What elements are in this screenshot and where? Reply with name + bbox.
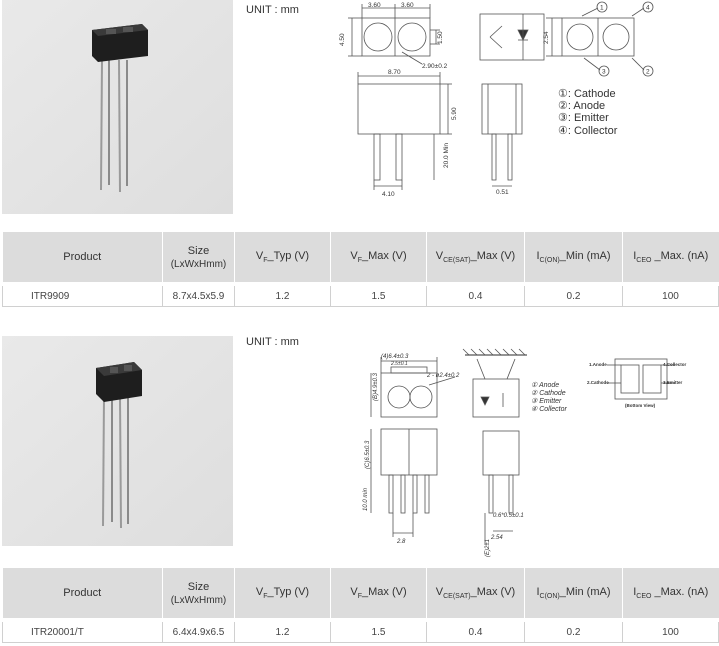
header-vf-typ: VF_Typ (V) — [234, 232, 331, 282]
dim-label: (E)2±1 — [485, 539, 491, 557]
dim-label: 1.50 — [437, 31, 444, 44]
cell-size: 8.7x4.5x5.9 — [162, 286, 235, 307]
dim-label: (B)4.9±0.3 — [373, 372, 379, 401]
dim-label: 0.51 — [496, 189, 509, 196]
cell-product: ITR9909 — [2, 286, 163, 307]
dim-label: 3.60 — [401, 2, 414, 9]
cell-iceo-max: 100 — [622, 622, 719, 643]
unit-label: UNIT : mm — [246, 4, 299, 16]
header-vf-typ: VF_Typ (V) — [234, 568, 331, 618]
header-iceo-max: ICEO _Max. (nA) — [622, 568, 719, 618]
dim-label: 8.70 — [388, 69, 401, 76]
dimension-diagram-itr9909: 3.60 3.60 4.50 1.50 2.90±0.2 8.70 5.90 2… — [339, 1, 654, 198]
bottom-view-caption: (Bottom View) — [625, 403, 656, 408]
header-size: Size(LxWxHmm) — [162, 232, 235, 282]
cell-vf-max: 1.5 — [330, 286, 427, 307]
pin-legend-item: ④ Collector — [531, 405, 568, 413]
header-ic-min: IC(ON)_Min (mA) — [524, 232, 623, 282]
header-product: Product — [2, 568, 163, 618]
dim-label: 3.60 — [368, 2, 381, 9]
pin-legend-item: ②: Anode — [558, 100, 605, 112]
bottom-view-label: 2.Cathode — [587, 380, 609, 385]
pin-legend-item: ③ Emitter — [531, 397, 562, 405]
cell-vce-max: 0.4 — [426, 622, 525, 643]
pin-number: 2 — [646, 69, 650, 76]
header-vf-max: VF_Max (V) — [330, 568, 427, 618]
header-iceo-max: ICEO _Max. (nA) — [622, 232, 719, 282]
dim-label: 2 - ø2.4±0.2 — [426, 373, 460, 379]
pin-legend-item: ② Cathode — [531, 389, 566, 397]
pin-legend-item: ③: Emitter — [558, 112, 609, 124]
dim-label: 2.8 — [396, 539, 406, 545]
dim-label: 4.50 — [339, 33, 346, 46]
pin-legend-item: ④: Collector — [558, 125, 618, 137]
table-row: ITR20001/T 6.4x4.9x6.5 1.2 1.5 0.4 0.2 1… — [2, 622, 719, 643]
spec-table-itr20001: Product Size(LxWxHmm) VF_Typ (V) VF_Max … — [2, 568, 719, 643]
sensor-image-icon — [2, 0, 233, 214]
product-photo-itr20001 — [2, 336, 233, 546]
pin-legend-item: ① Anode — [531, 381, 559, 389]
header-ic-min: IC(ON)_Min (mA) — [524, 568, 623, 618]
header-vce-max: VCE(SAT)_Max (V) — [426, 232, 525, 282]
pin-number: 4 — [646, 5, 650, 12]
table-header-row: Product Size(LxWxHmm) VF_Typ (V) VF_Max … — [2, 232, 719, 282]
dim-label: (C)6.5±0.3 — [365, 440, 371, 469]
cell-vf-typ: 1.2 — [234, 622, 331, 643]
dim-label: 4.10 — [382, 191, 395, 198]
dim-label: 10.0 min — [363, 487, 369, 511]
cell-vce-max: 0.4 — [426, 286, 525, 307]
bottom-view-label: 4.Collector — [663, 362, 687, 367]
pin-legend-item: ①: Cathode — [558, 88, 616, 100]
header-vce-max: VCE(SAT)_Max (V) — [426, 568, 525, 618]
dimension-diagram-itr20001: (4)6.4±0.3 2.5±0.1 2 - ø2.4±0.2 (B)4.9±0… — [363, 348, 687, 557]
cell-product: ITR20001/T — [2, 622, 163, 643]
dim-label: 0.6*0.5±0.1 — [493, 513, 524, 519]
pin-number: 3 — [602, 69, 606, 76]
spec-table-itr9909: Product Size(LxWxHmm) VF_Typ (V) VF_Max … — [2, 232, 719, 307]
header-product: Product — [2, 232, 163, 282]
dim-label: 2.5±0.1 — [390, 361, 408, 367]
table-header-row: Product Size(LxWxHmm) VF_Typ (V) VF_Max … — [2, 568, 719, 618]
bottom-view-label: 3.Emitter — [663, 380, 683, 385]
cell-ic-min: 0.2 — [524, 286, 623, 307]
product-photo-itr9909 — [2, 0, 233, 214]
cell-vf-typ: 1.2 — [234, 286, 331, 307]
cell-vf-max: 1.5 — [330, 622, 427, 643]
pin-number: 1 — [600, 5, 604, 12]
dim-label: 2.54 — [543, 31, 550, 44]
cell-ic-min: 0.2 — [524, 622, 623, 643]
header-size: Size(LxWxHmm) — [162, 568, 235, 618]
dim-label: 20.0 Min — [443, 143, 450, 168]
dim-label: 2.90±0.2 — [422, 63, 448, 70]
bottom-view-label: 1.Anode — [589, 362, 607, 367]
unit-label: UNIT : mm — [246, 336, 299, 348]
dim-label: (4)6.4±0.3 — [381, 354, 409, 360]
cell-iceo-max: 100 — [622, 286, 719, 307]
sensor-image-icon — [2, 336, 233, 546]
cell-size: 6.4x4.9x6.5 — [162, 622, 235, 643]
dim-label: 2.54 — [490, 535, 503, 541]
table-row: ITR9909 8.7x4.5x5.9 1.2 1.5 0.4 0.2 100 — [2, 286, 719, 307]
dim-label: 5.90 — [451, 107, 458, 120]
header-vf-max: VF_Max (V) — [330, 232, 427, 282]
